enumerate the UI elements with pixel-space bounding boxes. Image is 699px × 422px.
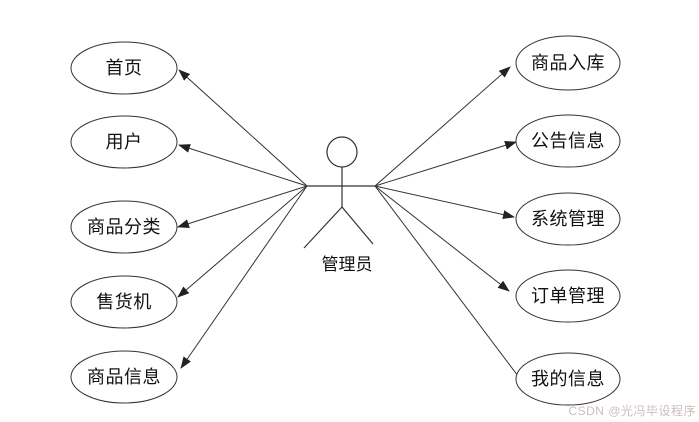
usecase-ellipse bbox=[515, 35, 621, 91]
usecase-label: 商品信息 bbox=[87, 367, 161, 387]
association-arrow-system-management bbox=[374, 185, 515, 219]
usecase-product-category: 商品分类 bbox=[70, 200, 178, 254]
usecase-label: 首页 bbox=[106, 58, 143, 78]
usecase-ellipse bbox=[515, 352, 621, 406]
usecase-ellipse bbox=[70, 200, 178, 254]
usecase-vending-machine: 售货机 bbox=[70, 275, 178, 329]
association-arrow-product-category bbox=[177, 185, 308, 228]
usecase-system-management: 系统管理 bbox=[515, 192, 621, 246]
actor-head-icon bbox=[326, 136, 358, 168]
usecase-ellipse bbox=[70, 115, 178, 169]
usecase-label: 商品分类 bbox=[87, 217, 161, 237]
usecase-my-info: 我的信息 bbox=[515, 352, 621, 406]
usecase-label: 我的信息 bbox=[531, 369, 605, 389]
usecase-label: 商品入库 bbox=[531, 53, 605, 73]
usecase-ellipse bbox=[70, 275, 178, 329]
association-arrow-user bbox=[178, 144, 308, 187]
usecase-ellipse bbox=[70, 41, 178, 95]
usecase-home: 首页 bbox=[70, 41, 178, 95]
usecase-ellipse bbox=[515, 192, 621, 246]
actor-right-leg-icon bbox=[341, 206, 374, 245]
association-arrow-announcement-info bbox=[374, 140, 517, 187]
usecase-ellipse bbox=[515, 269, 621, 323]
association-arrow-product-info bbox=[180, 185, 308, 369]
usecase-label: 公告信息 bbox=[531, 131, 605, 151]
actor-admin: 管理员 bbox=[303, 136, 375, 274]
usecase-ellipse bbox=[515, 114, 621, 168]
actor-left-leg-icon bbox=[303, 206, 343, 249]
usecase-label: 用户 bbox=[106, 132, 143, 152]
association-line-my-info bbox=[374, 185, 519, 377]
usecase-product-inbound: 商品入库 bbox=[515, 35, 621, 91]
usecase-user: 用户 bbox=[70, 115, 178, 169]
usecase-label: 订单管理 bbox=[531, 286, 605, 306]
association-edges-right bbox=[374, 66, 519, 377]
usecase-label: 售货机 bbox=[96, 292, 152, 312]
association-arrow-vending-machine bbox=[177, 185, 308, 298]
association-arrow-order-management bbox=[374, 185, 510, 292]
usecase-label: 系统管理 bbox=[531, 209, 605, 229]
usecase-order-management: 订单管理 bbox=[515, 269, 621, 323]
association-arrow-home bbox=[178, 69, 308, 187]
usecase-ellipse bbox=[70, 350, 178, 404]
association-edges-left bbox=[177, 69, 308, 369]
actor-label: 管理员 bbox=[322, 255, 373, 274]
usecase-product-info: 商品信息 bbox=[70, 350, 178, 404]
watermark: CSDN @光冯毕设程序 bbox=[568, 404, 696, 418]
usecase-announcement-info: 公告信息 bbox=[515, 114, 621, 168]
association-arrow-product-inbound bbox=[374, 66, 511, 187]
